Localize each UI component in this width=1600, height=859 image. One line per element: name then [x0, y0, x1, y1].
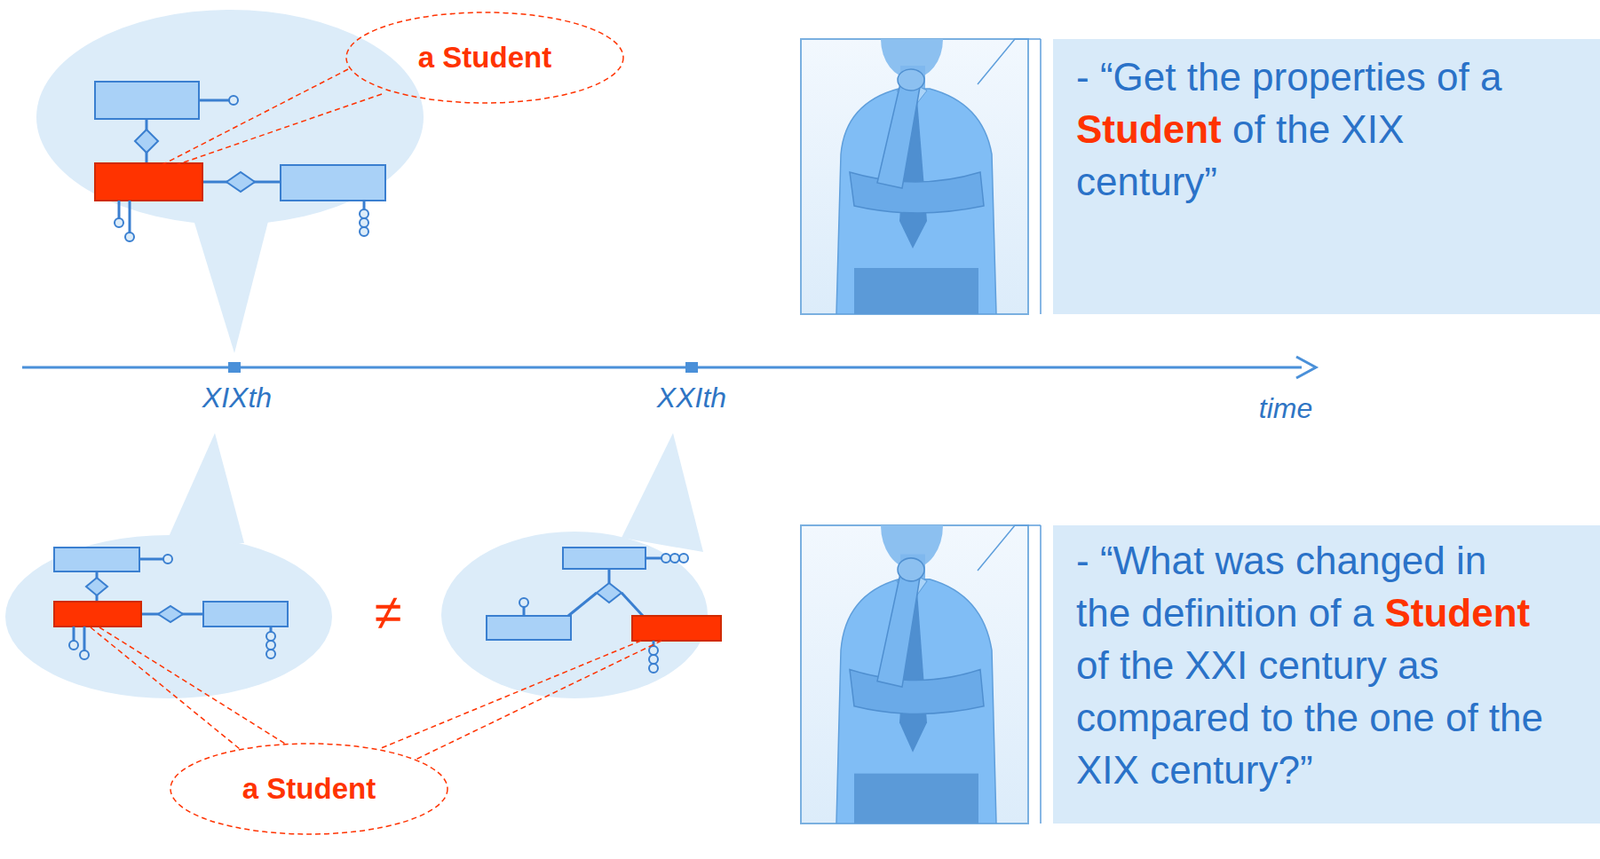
leader-line: [90, 627, 240, 750]
attribute-line: [198, 99, 230, 103]
entity-box: [486, 616, 571, 641]
entity-box: [562, 547, 646, 570]
person-figure: [836, 0, 997, 322]
attribute-dot: [670, 554, 680, 563]
er-diagram: [54, 547, 288, 660]
entity-box: [54, 547, 140, 572]
attribute-line: [645, 557, 662, 561]
not-equal-sign: ≠: [374, 584, 403, 642]
er-diagram: [95, 81, 386, 242]
timeline-tick: [228, 362, 241, 373]
entity-box: [203, 601, 288, 627]
dashed-ellipse-outline: [346, 12, 624, 103]
attribute-dot: [649, 664, 658, 674]
text-panel: - “Get the properties of a Student of th…: [1053, 39, 1600, 315]
attribute-dot: [114, 218, 124, 228]
attribute-dot: [519, 598, 529, 608]
timeline-tick: [685, 362, 698, 373]
attribute-dot: [79, 650, 89, 660]
timeline-axis: [22, 366, 1302, 370]
attribute-dot: [69, 641, 79, 650]
relationship-diamond: [596, 583, 622, 603]
attribute-line: [83, 626, 87, 651]
relationship-line: [608, 569, 611, 584]
relationship-diamond: [86, 578, 108, 596]
leader-line: [161, 69, 349, 166]
attribute-line: [118, 200, 121, 219]
callout-text: a Student: [242, 772, 376, 807]
leader-line: [99, 627, 286, 745]
callout-ellipse: a Student: [169, 743, 449, 836]
leader-line: [175, 94, 382, 166]
attribute-line: [128, 200, 132, 233]
entity-box: [280, 165, 386, 201]
attribute-dot: [266, 632, 276, 642]
attribute-line: [139, 558, 164, 562]
relationship-diamond: [226, 172, 255, 192]
relationship-line: [568, 593, 597, 617]
student-entity-box: [632, 616, 721, 642]
speech-bubble: [5, 535, 333, 699]
speech-bubble-tail: [190, 211, 271, 354]
student-entity-box: [54, 601, 142, 627]
callout-line: [977, 39, 1041, 85]
panel-text: - “Get the properties of a Student of th…: [1076, 50, 1502, 208]
attribute-dot: [649, 655, 658, 665]
attribute-dot: [229, 95, 238, 105]
highlight-word: Student: [1384, 591, 1530, 635]
person-figure: [836, 482, 997, 832]
relationship-diamond: [134, 129, 159, 153]
attribute-dot: [661, 554, 671, 563]
attribute-dot: [266, 649, 276, 659]
speech-bubble-tail: [621, 433, 704, 553]
axis-label: time: [1259, 392, 1313, 426]
relationship-diamond: [158, 606, 183, 623]
panel-text: - “What was changed in the definition of…: [1076, 534, 1544, 797]
attribute-dot: [359, 209, 369, 219]
callout-ellipse: a Student: [345, 11, 625, 104]
timeline-label: XIXth: [202, 381, 272, 415]
timeline-arrowhead: [1296, 356, 1316, 379]
attribute-dot: [266, 641, 276, 650]
attribute-line: [522, 607, 526, 617]
callout-bracket: [1039, 525, 1042, 824]
speech-bubble-tail: [164, 433, 245, 547]
speech-bubble: [36, 9, 424, 225]
attribute-dot: [125, 232, 135, 242]
er-diagram: [486, 547, 721, 674]
callout-text: a Student: [418, 40, 552, 75]
dashed-ellipse-outline: [170, 744, 448, 835]
highlight-word: Student: [1076, 107, 1222, 151]
callout-bracket: [1039, 39, 1042, 315]
relationship-line: [621, 593, 643, 617]
text-panel: - “What was changed in the definition of…: [1053, 525, 1600, 824]
attribute-dot: [359, 227, 369, 237]
student-entity-box: [95, 163, 203, 201]
attribute-dot: [163, 554, 173, 564]
leader-line: [379, 641, 642, 750]
attribute-line: [72, 626, 76, 642]
attribute-dot: [359, 218, 369, 228]
timeline-label: XXIth: [657, 381, 727, 415]
attribute-line: [363, 200, 366, 210]
attribute-dot: [679, 554, 689, 563]
callout-line: [977, 525, 1041, 571]
leader-line: [415, 641, 662, 761]
attribute-dot: [649, 646, 658, 656]
entity-box: [95, 81, 199, 119]
